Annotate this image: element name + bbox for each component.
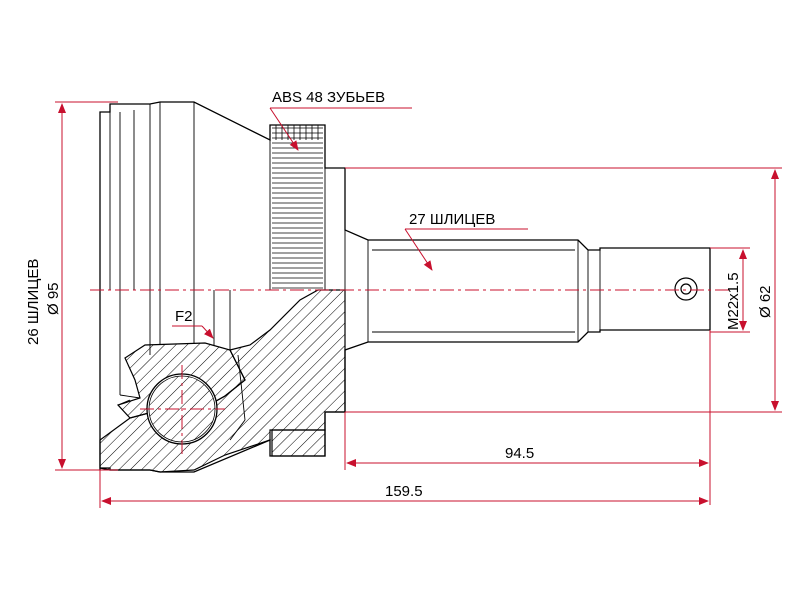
f2-label: F2 bbox=[175, 308, 193, 325]
length-shaft-label: 94.5 bbox=[505, 445, 534, 462]
shaft-diameter-label: Ø 62 bbox=[757, 285, 774, 318]
abs-teeth-label: ABS 48 ЗУБЬЕВ bbox=[272, 89, 385, 106]
length-total-label: 159.5 bbox=[385, 483, 423, 500]
shaft-splines bbox=[372, 249, 575, 333]
outer-diameter-label: Ø 95 bbox=[45, 282, 62, 315]
thread-label: M22x1.5 bbox=[725, 272, 742, 330]
housing-outline bbox=[99, 101, 711, 473]
shaft-end-hole bbox=[674, 277, 698, 301]
outer-splines-label: 27 ШЛИЦЕВ bbox=[409, 211, 495, 228]
inner-splines-label: 26 ШЛИЦЕВ bbox=[25, 259, 42, 345]
dimensions bbox=[55, 101, 782, 508]
